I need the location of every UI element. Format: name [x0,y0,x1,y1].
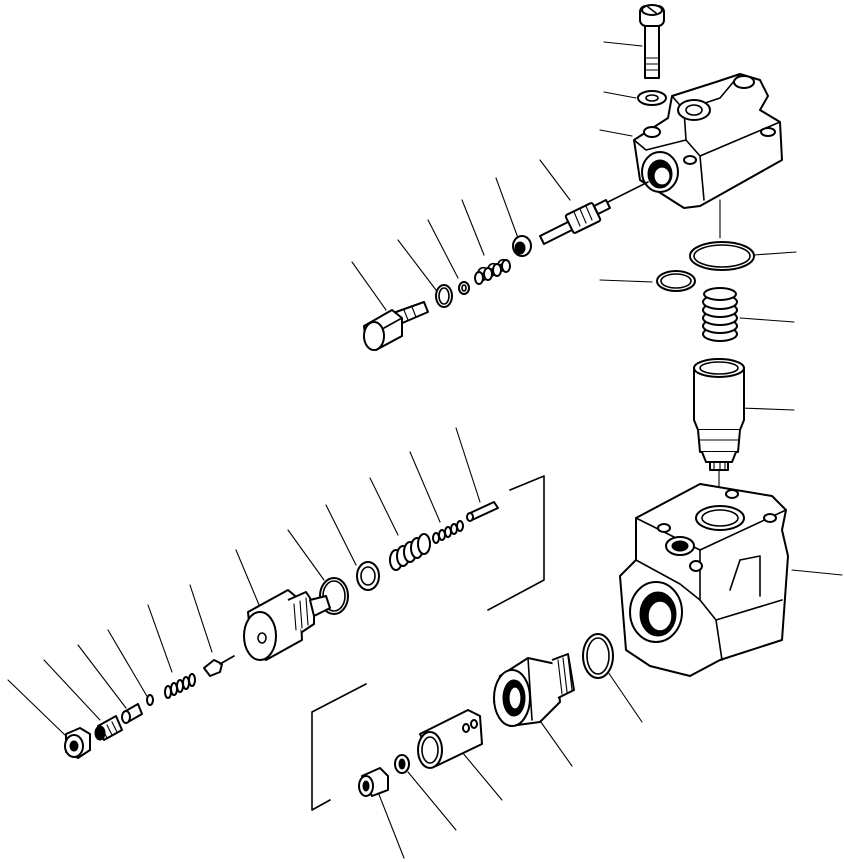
leader-line [753,251,797,256]
leader-line [235,549,263,613]
leader-line [77,644,127,709]
top-washer-icon [637,90,667,106]
leader-line [461,199,485,256]
lower-spring-a-icon [432,520,464,544]
lower-bracket-lines [311,475,545,811]
left-seat-icon [121,703,143,724]
leader-line [107,629,149,699]
leader-line [599,129,633,137]
leader-line [791,569,843,576]
leader-line [189,584,213,653]
upper-oring-icon [435,284,453,308]
upper-small-spring-icon [474,258,511,285]
body-oring-icon [582,633,614,679]
leader-line [407,771,457,831]
upper-valve-body-icon [633,73,783,209]
leader-line [369,477,399,536]
lower-pin-icon [466,501,499,522]
sleeve-nut-icon [493,653,575,727]
leader-line [607,671,643,723]
upper-needle-valve-icon [539,181,649,245]
leader-line [455,427,481,503]
leader-line [599,279,653,283]
upper-plug-icon [363,301,429,351]
leader-line [377,791,405,859]
lower-valve-body-icon [619,483,789,677]
upper-small-ring-icon [458,281,470,295]
leader-line [409,451,441,523]
leader-line [739,407,795,411]
leader-line [325,504,357,566]
leader-line [495,177,519,239]
leader-line [351,261,387,311]
small-plug-icon [358,767,389,797]
leader-line [43,659,101,721]
leader-line [603,41,643,47]
top-bolt-icon [639,4,665,79]
leader-line [7,679,67,737]
cap-assembly-icon [243,589,331,661]
small-oring-icon [656,270,696,292]
leader-line [739,317,795,323]
left-spring-icon [164,673,196,699]
leader-line [397,239,437,291]
spool-icon [693,358,745,491]
leader-line [287,529,325,581]
large-oring-icon [689,241,755,271]
leader-line [147,604,173,673]
left-small-ring-icon [146,694,154,706]
upper-ball-seat-icon [512,235,532,257]
leader-line [539,159,571,201]
adjust-screw-icon [94,715,123,741]
backup-ring-icon [356,561,380,591]
leader-line [461,751,503,801]
leader-line [603,91,637,99]
leader-line [537,717,573,767]
small-poppet-icon [203,655,235,677]
leader-line [427,219,459,279]
lock-nut-icon [64,727,91,759]
lower-spring-b-icon [389,533,431,571]
sleeve-icon [417,709,483,769]
leader-lines [7,41,843,859]
small-washer-icon [394,754,410,774]
main-spring-icon [702,287,738,342]
